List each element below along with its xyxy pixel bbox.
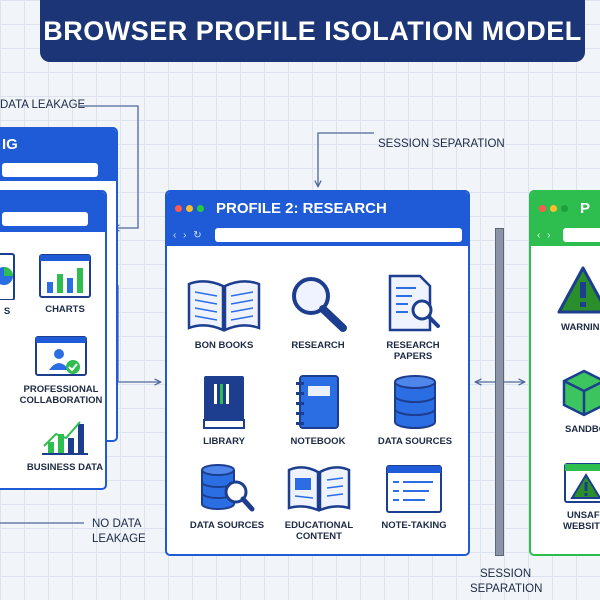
leakage-label: LEAKAGE <box>92 533 146 545</box>
open-book-icon <box>187 280 261 332</box>
profile1-item-charts[interactable]: CHARTS <box>30 254 100 315</box>
profile1-back-address-field[interactable] <box>2 163 98 177</box>
collaboration-icon <box>35 336 87 376</box>
sandbox-cube-icon <box>562 369 600 417</box>
profile3-title: P <box>580 199 591 217</box>
data-leakage-label: DATA LEAKAGE <box>0 99 86 111</box>
profile2-item-research-papers[interactable]: RESEARCH PAPERS <box>363 272 463 362</box>
session-label: SESSION <box>480 568 532 580</box>
profile3-item-warning[interactable]: WARNIN <box>553 264 600 333</box>
profile2-edu-line2: CONTENT <box>296 531 342 542</box>
educational-book-icon <box>287 466 351 512</box>
page-title: BROWSER PROFILE ISOLATION MODEL <box>40 0 585 62</box>
profile1-item-business-data[interactable]: BUSINESS DATA <box>20 416 105 473</box>
profile1-collab-line2: COLLABORATION <box>19 395 103 406</box>
profile3-window: P ‹ › WARNIN SANDBO UNSAF WEBSIT <box>529 190 600 556</box>
profile1-window: S CHARTS PROFESSIONAL COLLABORATION <box>0 190 107 490</box>
no-data-label: NO DATA <box>92 518 142 530</box>
separation-label: SEPARATION <box>470 583 543 595</box>
data-leakage-top-line <box>80 105 139 228</box>
profile2-item-library[interactable]: LIBRARY <box>179 374 269 447</box>
profile3-nav-arrows-icon[interactable]: ‹ › <box>537 229 553 241</box>
profile2-item-data-sources[interactable]: DATA SOURCES <box>365 374 465 447</box>
profile1-item-pie[interactable]: S <box>0 252 22 317</box>
separation-barrier <box>495 228 504 556</box>
growth-chart-icon <box>42 421 88 455</box>
notebook-icon <box>296 375 339 429</box>
profile1-collab-line1: PROFESSIONAL <box>23 384 99 395</box>
profile1-item-collaboration[interactable]: PROFESSIONAL COLLABORATION <box>14 336 105 406</box>
profile2-address-field[interactable] <box>215 228 462 242</box>
profile2-item-data-sources-search[interactable]: DATA SOURCES <box>179 462 275 531</box>
profile1-address-field[interactable] <box>2 212 88 226</box>
nav-arrows-icon[interactable]: ‹ › ↻ <box>173 229 204 241</box>
session-separation-top-line <box>318 132 374 186</box>
profile2-item-books[interactable]: BON BOOKS <box>179 276 269 351</box>
profile2-papers-line1: RESEARCH <box>386 340 440 351</box>
magnifier-icon <box>292 277 347 332</box>
database-search-icon <box>201 464 255 512</box>
paper-search-icon <box>388 274 440 332</box>
profile2-window: PROFILE 2: RESEARCH ‹ › ↻ BON BOOKS RESE… <box>165 190 470 556</box>
profile2-edu-line1: EDUCATIONAL <box>284 520 354 531</box>
profile3-item-sandbox[interactable]: SANDBO <box>559 368 600 435</box>
profile3-address-field[interactable] <box>563 228 600 242</box>
profile3-item-unsafe-website[interactable]: UNSAF WEBSIT <box>561 462 600 532</box>
profile1-to-profile2-line <box>117 285 160 382</box>
profile2-title: PROFILE 2: RESEARCH <box>216 199 387 217</box>
pie-chart-icon <box>0 253 15 300</box>
warning-icon <box>557 266 600 314</box>
database-icon <box>394 375 436 429</box>
profile3-unsafe-line1: UNSAF <box>567 510 600 521</box>
profile2-item-notebook[interactable]: NOTEBOOK <box>273 374 363 447</box>
profile2-item-research[interactable]: RESEARCH <box>273 272 363 351</box>
bar-chart-icon <box>39 254 91 298</box>
profile2-papers-line2: PAPERS <box>393 351 433 362</box>
profile1-title: IG <box>2 135 18 153</box>
profile3-unsafe-line2: WEBSIT <box>563 521 600 532</box>
library-icon <box>203 376 245 429</box>
session-separation-top-label: SESSION SEPARATION <box>378 138 505 150</box>
unsafe-website-icon <box>564 463 600 503</box>
profile2-item-note-taking[interactable]: NOTE-TAKING <box>367 464 461 531</box>
profile3-window-controls[interactable] <box>539 204 568 212</box>
window-controls[interactable] <box>175 204 204 212</box>
profile2-item-educational-content[interactable]: EDUCATIONAL CONTENT <box>273 464 365 542</box>
note-window-icon <box>386 465 442 513</box>
